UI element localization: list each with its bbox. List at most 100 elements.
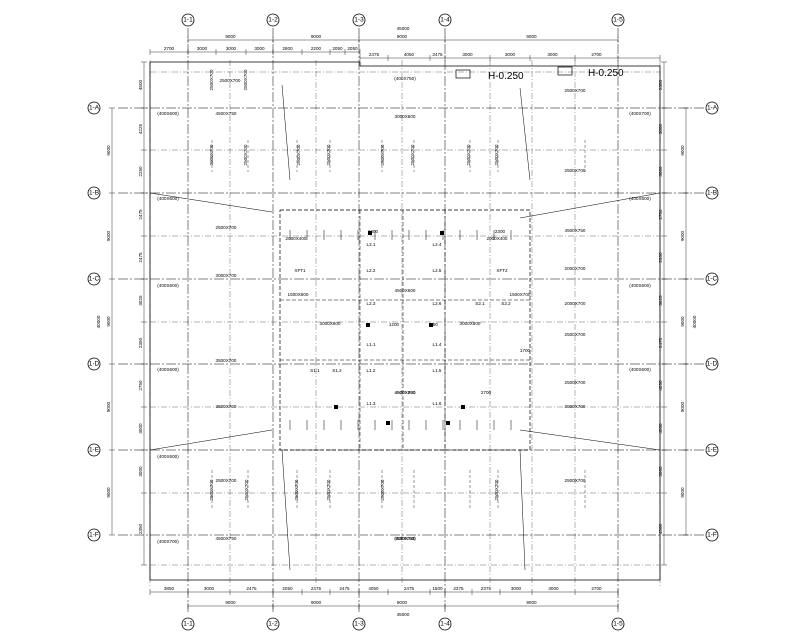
axis-label: 1-F (89, 532, 99, 539)
diagonal-beam (519, 449, 526, 571)
beam-size-label: 3500X700 (216, 404, 237, 409)
dim-right-sub-label: 3000 (658, 166, 663, 177)
beam-size-label: 2500X700 (380, 479, 385, 500)
axis-bubble (705, 357, 719, 371)
grid-lines (118, 28, 706, 612)
dim-top-bay-label: 9000 (311, 34, 322, 39)
axis-label: 1-B (707, 190, 717, 197)
core-label: L1.6 (433, 401, 442, 406)
dim-top-sub2-label: 2700 (591, 52, 602, 57)
axis-bubble (611, 13, 625, 27)
dim-right-sub-label: 2750 (658, 209, 663, 220)
axis-label: 1-A (707, 105, 718, 112)
beam-size-label: 2500X700 (565, 332, 586, 337)
beam-size-label: 2500X700 (565, 88, 586, 93)
core-label: L2.3 (367, 301, 376, 306)
axis-label: 1-C (89, 276, 100, 283)
column-size-label: (400X600) (157, 196, 179, 201)
beam-size-label: 3000X700 (209, 144, 214, 165)
column-size-label: (400X600) (629, 196, 651, 201)
core-label: 4500X600 (395, 288, 416, 293)
dim-left-sub-label: 3000 (138, 466, 143, 477)
dim-left-sub-label: 4225 (138, 123, 143, 134)
structural-lines (149, 61, 661, 581)
dim-bottom-sub-label: 2700 (591, 586, 602, 591)
dim-overall-top: 45000 (397, 26, 410, 31)
dim-left-bay-label: 9000 (106, 487, 111, 498)
axis-bubble (438, 13, 452, 27)
dim-bottom-sub-label: 2375 (481, 586, 492, 591)
dim-top-sub2-label: 4050 (404, 52, 415, 57)
dim-top-sub-label: 3000 (226, 46, 237, 51)
core-label: 2700 (481, 390, 492, 395)
core-outline (279, 209, 531, 451)
axis-bubble (352, 617, 366, 631)
dim-left-sub-label: 3025 (138, 295, 143, 306)
column-mark (461, 405, 465, 409)
dim-overall-left: 40000 (96, 315, 101, 328)
dim-top-sub2-label: 2475 (432, 52, 443, 57)
axis-bubble (87, 528, 101, 542)
axis-label: 1-5 (613, 621, 623, 628)
dim-left-sub-label: 2475 (138, 209, 143, 220)
axis-label: 1-A (89, 105, 100, 112)
core-label: L1.3 (367, 401, 376, 406)
dim-bottom-bay-label: 9000 (397, 600, 408, 605)
axis-bubble (705, 272, 719, 286)
beam-size-label: 2500X700 (243, 69, 248, 90)
dim-top-bay-label: 9000 (397, 34, 408, 39)
beam-size-label: 3000X800 (395, 114, 416, 119)
column-size-label: (400X600) (157, 111, 179, 116)
axis-label: 1-2 (268, 17, 278, 24)
column-size-label: (400X600) (157, 367, 179, 372)
dim-right-sub-label: 2350 (658, 79, 663, 90)
axis-bubble (705, 186, 719, 200)
beam-size-label: 2500X700 (565, 380, 586, 385)
dim-bottom-sub-label: 3000 (548, 586, 559, 591)
dim-bottom-sub-label: 3000 (511, 586, 522, 591)
dim-left-bay-label: 9000 (106, 145, 111, 156)
beam-size-label: 2500X700 (216, 478, 237, 483)
dim-bottom-sub-label: 2475 (339, 586, 350, 591)
beam-size-label: 4500X750 (395, 536, 416, 541)
beam-size-label: 2500X700 (380, 144, 385, 165)
beam-size-label: 2500X700 (243, 144, 248, 165)
beam-size-label: 3000X700 (565, 404, 586, 409)
dim-overall-right: 40000 (692, 315, 697, 328)
core-label: L2.5 (433, 268, 442, 273)
core-label: 450 (430, 322, 438, 327)
dim-right-sub-label: 4550 (658, 380, 663, 391)
dim-left-sub-label: 2350 (138, 337, 143, 348)
dim-left-bay-label: 9000 (106, 401, 111, 412)
axis-bubble (705, 528, 719, 542)
column-mark (368, 231, 372, 235)
dim-right-sub-label: 4500 (658, 523, 663, 534)
diagonal-beam (149, 429, 273, 451)
core-label: S2.1 (475, 301, 485, 306)
core-label: 1700 (520, 348, 531, 353)
beam-size-label: 2500X700 (296, 144, 301, 165)
axis-bubble (611, 617, 625, 631)
axis-label: 1-3 (354, 621, 364, 628)
dim-bottom-bay-label: 9000 (311, 600, 322, 605)
core-label: L2.6 (433, 301, 442, 306)
axis-label: 1-4 (440, 621, 450, 628)
axis-label: 1-4 (440, 17, 450, 24)
beam-size-label: 2000X700 (565, 301, 586, 306)
core-label: L2.2 (367, 268, 376, 273)
beam-size-label: 2500X700 (209, 69, 214, 90)
beam-size-label: 4500X750 (216, 536, 237, 541)
core-label: S2.2 (501, 301, 511, 306)
dim-right-bay-label: 9000 (680, 487, 685, 498)
axis-bubble (87, 186, 101, 200)
beam-size-label: 2500X700 (294, 479, 299, 500)
dim-bottom-sub-label: 4050 (368, 586, 379, 591)
dim-right-bay-label: 9000 (680, 145, 685, 156)
core-label: 3000X600 (460, 321, 481, 326)
dim-top-sub-label: 2700 (164, 46, 175, 51)
core-label: S1.1 (310, 368, 320, 373)
dim-overall-bottom: 45000 (397, 612, 410, 617)
dim-bottom-bay-label: 9000 (225, 600, 236, 605)
dim-bottom-sub-label: 2475 (404, 586, 415, 591)
